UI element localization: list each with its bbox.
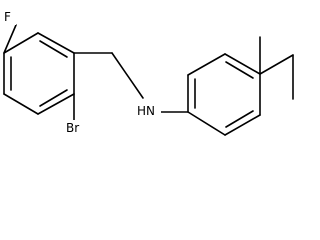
dimethylphenyl-ring: [187, 53, 261, 136]
fluorine-bond: [3, 24, 17, 54]
substituent-bonds: [3, 24, 189, 123]
ring2-double-bond-2: [225, 61, 254, 79]
ring2-double-bond-3: [225, 110, 254, 128]
methyl-bond-2: [259, 54, 294, 75]
atom-labels: F Br HN: [2, 9, 161, 136]
ring1-bond-c: [37, 93, 75, 115]
methylene-bond-2: [111, 52, 144, 99]
ring1-bond-d: [3, 93, 39, 115]
ring2-bond-b: [187, 53, 226, 76]
ring2-bond-c: [224, 53, 261, 75]
fluorine-label: F: [4, 10, 11, 24]
bromine-label: Br: [66, 121, 79, 135]
ring2-bond-f: [187, 111, 226, 136]
amine-label: HN: [137, 104, 155, 118]
ring1-double-bond-2: [39, 89, 68, 107]
ring1-bond-a: [37, 32, 75, 54]
ring2-bond-e: [224, 114, 261, 136]
ring1-double-bond-1: [39, 40, 68, 58]
bromofluorobenzyl-ring: [3, 32, 75, 115]
chemical-structure-diagram: F Br HN: [2, 9, 294, 136]
methyl-groups: [259, 36, 294, 100]
ring1-bond-f: [3, 32, 39, 54]
